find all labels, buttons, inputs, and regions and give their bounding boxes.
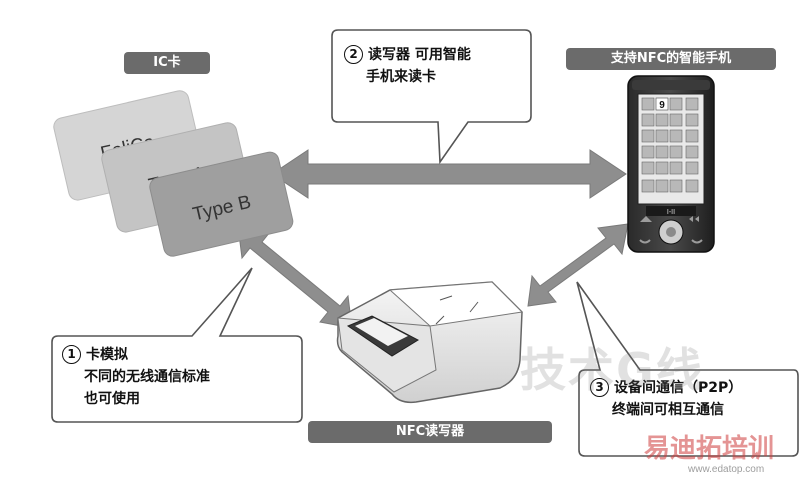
clock-digit: 9 xyxy=(659,100,665,111)
nfc-reader-device xyxy=(336,281,524,404)
callout-3-line2: 终端间可相互通信 xyxy=(612,402,724,418)
callout-3-number: 3 xyxy=(590,378,609,397)
callout-1-box xyxy=(51,267,303,423)
callout-1-line3: 也可使用 xyxy=(84,391,140,407)
reader-mark xyxy=(439,295,453,301)
callout-1-line1: 卡模拟 xyxy=(86,347,128,363)
label-ic-card: IC卡 xyxy=(124,52,210,74)
call-icon xyxy=(639,239,651,244)
callout-2-number: 2 xyxy=(344,45,363,64)
callout-3-box xyxy=(576,281,799,457)
callout-1-text: 1 卡模拟 不同的无线通信标准 也可使用 xyxy=(62,344,210,410)
callout-3-line1: 设备间通信（P2P） xyxy=(614,380,743,396)
clock-app-icon xyxy=(655,97,669,111)
callout-2-line2: 手机来读卡 xyxy=(366,69,436,85)
end-call-icon xyxy=(691,239,703,244)
callout-1-line2: 不同的无线通信标准 xyxy=(84,369,210,385)
phone-soft-button: I-II xyxy=(667,209,675,216)
watermark-url: www.edatop.com xyxy=(688,464,765,475)
arrow-card-phone xyxy=(271,149,627,199)
callout-2-text: 2 读写器 可用智能 手机来读卡 xyxy=(344,44,471,88)
back-icon xyxy=(689,216,699,222)
callout-2-line1: 读写器 可用智能 xyxy=(368,47,471,63)
label-nfc-reader: NFC读写器 xyxy=(308,421,552,443)
callout-3-text: 3 设备间通信（P2P） 终端间可相互通信 xyxy=(590,377,742,421)
watermark-brand: 易迪拓培训 xyxy=(644,434,775,464)
arrow-reader-phone xyxy=(527,223,629,307)
app-icon-grid xyxy=(641,97,699,193)
watermark-main: 技术G线 xyxy=(520,343,704,397)
arrow-card-reader xyxy=(237,225,353,329)
home-icon xyxy=(640,216,652,222)
label-smartphone: 支持NFC的智能手机 xyxy=(566,48,776,70)
card-type-b: Type B xyxy=(149,151,294,257)
callout-1-number: 1 xyxy=(62,345,81,364)
smartphone: 9 I-II xyxy=(627,75,715,253)
callout-2-box xyxy=(331,29,532,165)
